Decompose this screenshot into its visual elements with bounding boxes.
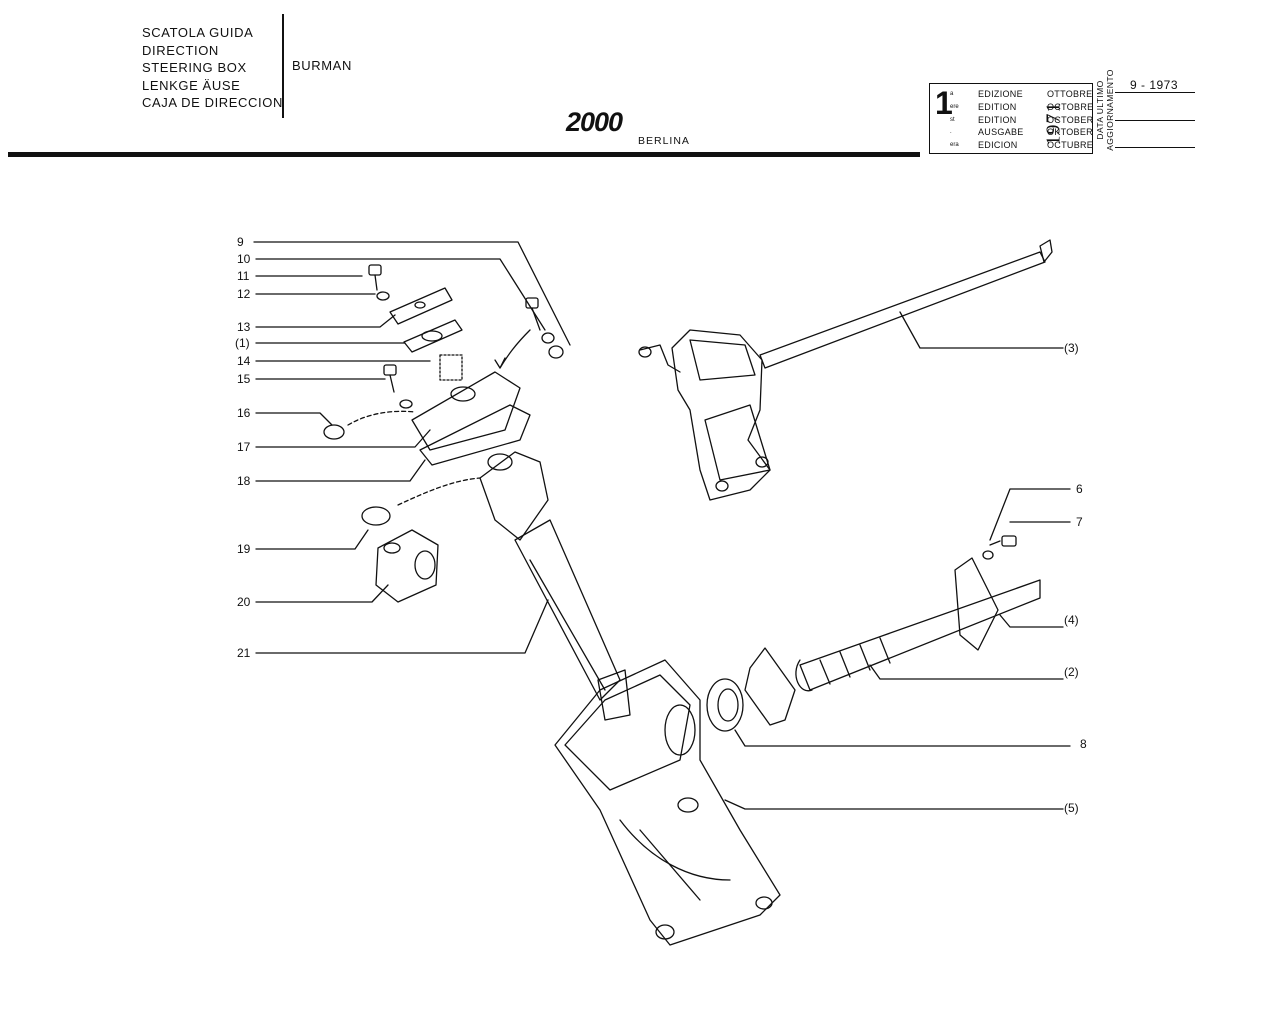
edition-number: 1 (935, 85, 953, 121)
steering-housing (554, 659, 781, 946)
title-es: CAJA DE DIRECCION (142, 95, 283, 110)
update-date: 9 - 1973 (1130, 78, 1179, 92)
callout-5: (5) (1064, 801, 1079, 815)
callouts: 9 10 11 12 13 (1) 14 15 16 17 18 19 20 2… (235, 235, 1087, 815)
model-logo: 2000 (566, 107, 623, 137)
edition-word: EDITION (978, 102, 1017, 112)
callout-19: 19 (237, 542, 251, 556)
update-line (1115, 120, 1195, 121)
title-fr: DIRECTION (142, 42, 219, 58)
callout-15: 15 (237, 372, 251, 386)
edition-month: OKTOBER (1047, 127, 1093, 137)
callout-13: 13 (237, 320, 251, 334)
callout-10: 10 (237, 252, 251, 266)
callout-7: 7 (1076, 515, 1083, 529)
assembled-steering-box (638, 239, 1053, 501)
title-de: LENKGE ÄUSE (142, 77, 241, 93)
edition-month: OCTOBER (1047, 115, 1094, 125)
edition-ordinal: a (950, 91, 954, 97)
brand-name: BURMAN (292, 58, 352, 73)
callout-1: (1) (235, 336, 250, 350)
edition-ordinal: era (950, 142, 959, 148)
callout-11: 11 (237, 269, 250, 283)
edition-month: OCTOBRE (1047, 102, 1094, 112)
callout-14: 14 (237, 354, 251, 368)
edition-month: OCTUBRE (1047, 140, 1094, 150)
edition-word: EDITION (978, 115, 1017, 125)
callout-3: (3) (1064, 341, 1079, 355)
edition-ordinal: ere (950, 104, 959, 110)
callout-18: 18 (237, 474, 251, 488)
callout-17: 17 (237, 440, 251, 454)
edition-month: OTTOBRE (1047, 89, 1093, 99)
update-line (1115, 92, 1195, 93)
title-block: SCATOLA GUIDA DIRECTION STEERING BOX LEN… (142, 24, 283, 112)
callout-6: 6 (1076, 482, 1083, 496)
update-line (1115, 147, 1195, 148)
cover-plate-parts (323, 264, 564, 466)
callout-21: 21 (237, 646, 251, 660)
title-it: SCATOLA GUIDA (142, 25, 254, 40)
edition-ordinal: . (950, 129, 952, 135)
callout-4: (4) (1064, 613, 1079, 627)
callout-12: 12 (237, 287, 251, 301)
callout-9: 9 (237, 235, 244, 249)
edition-box (929, 83, 1093, 154)
model-variant: BERLINA (638, 135, 690, 147)
callout-16: 16 (237, 406, 251, 420)
worm-shaft (795, 535, 1041, 692)
header-rule (8, 152, 920, 157)
edition-word: EDIZIONE (978, 89, 1023, 99)
callout-2: (2) (1064, 665, 1079, 679)
title-en: STEERING BOX (142, 60, 247, 75)
title-divider (282, 14, 284, 118)
edition-ordinal: st (950, 117, 955, 123)
callout-8: 8 (1080, 737, 1087, 751)
callout-20: 20 (237, 595, 251, 609)
sector-shaft (479, 451, 631, 721)
edition-word: EDICION (978, 140, 1018, 150)
edition-word: AUSGABE (978, 127, 1024, 137)
